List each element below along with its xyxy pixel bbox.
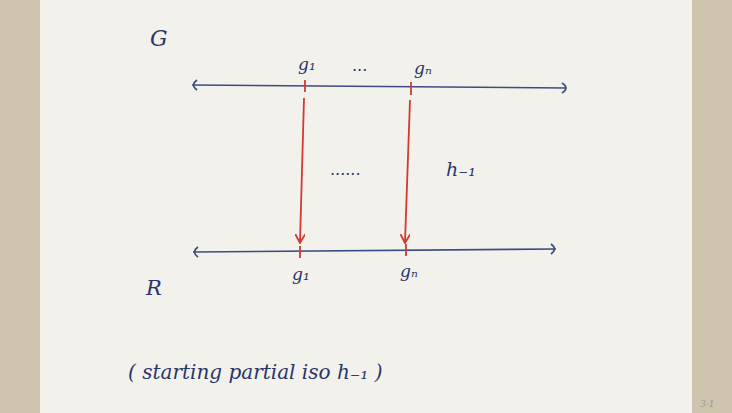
element-label: gₙ — [414, 60, 432, 77]
ellipsis: ... — [352, 58, 367, 74]
paper-sheet — [40, 0, 692, 413]
set-name: G — [150, 28, 168, 50]
caption-note: ( starting partial iso h₋₁ ) — [128, 362, 383, 382]
set-name: R — [146, 278, 162, 299]
map-name: h₋₁ — [446, 160, 476, 179]
element-label: g₁ — [298, 56, 316, 73]
ellipsis: ...... — [330, 162, 361, 178]
element-label: g₁ — [292, 266, 310, 283]
element-label: gₙ — [400, 263, 418, 280]
page-number: 3-1 — [700, 400, 715, 409]
